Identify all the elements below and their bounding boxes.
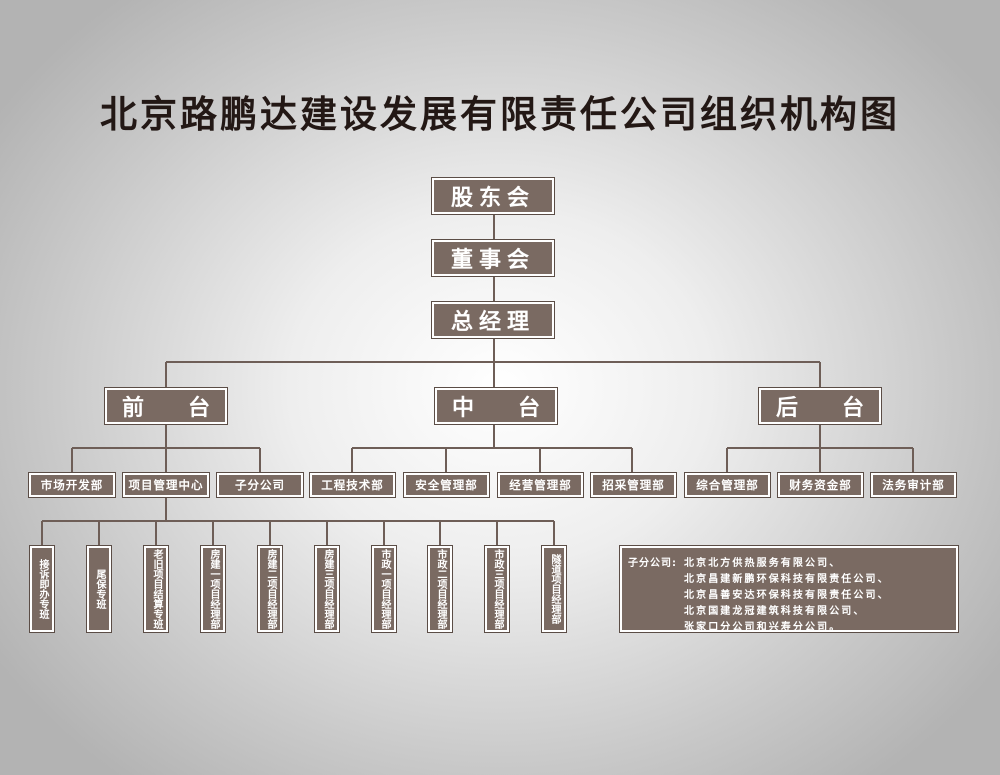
dept-engineering-technology: 工程技术部	[309, 472, 396, 498]
chart-title: 北京路鹏达建设发展有限责任公司组织机构图	[100, 93, 900, 136]
back-platform-char-2: 台	[842, 396, 865, 421]
team-legacy-settlement: 老旧项目结算专班	[143, 545, 169, 633]
middle-platform-char-2: 台	[518, 396, 541, 421]
team-municipal-3: 市政三项目经理部	[484, 545, 510, 633]
team-tunnel: 隧道项目经理部	[541, 545, 567, 633]
dept-operations-management: 经营管理部	[497, 472, 584, 498]
node-board: 董事会	[431, 239, 555, 277]
node-general-manager: 总经理	[431, 301, 555, 339]
team-building-3: 房建三项目经理部	[314, 545, 340, 633]
dept-subsidiaries: 子分公司	[216, 472, 304, 498]
subsidiary-line: 北京国建龙冠建筑科技有限公司、	[684, 606, 866, 617]
dept-finance-funds: 财务资金部	[777, 472, 864, 498]
subsidiary-line: 张家口分公司和兴寿分公司。	[684, 622, 842, 633]
subsidiaries-label: 子分公司:	[628, 558, 677, 569]
dept-project-management-center: 项目管理中心	[122, 472, 210, 498]
team-complaint-handling: 接诉即办专班	[29, 545, 55, 633]
node-middle-platform: 中台	[434, 387, 558, 425]
team-municipal-2: 市政二项目经理部	[427, 545, 453, 633]
dept-safety-management: 安全管理部	[403, 472, 490, 498]
dept-market-development: 市场开发部	[28, 472, 116, 498]
front-platform-char-2: 台	[188, 396, 211, 421]
node-back-platform: 后台	[758, 387, 882, 425]
front-platform-char-1: 前	[121, 396, 144, 421]
team-building-1: 房建一项目经理部	[200, 545, 226, 633]
subsidiary-line: 北京北方供热服务有限公司、	[684, 558, 842, 569]
dept-procurement-management: 招采管理部	[590, 472, 677, 498]
subsidiaries-note: 子分公司: 北京北方供热服务有限公司、 北京昌建新鹏环保科技有限责任公司、 北京…	[619, 545, 959, 633]
dept-general-management: 综合管理部	[684, 472, 771, 498]
middle-platform-char-1: 中	[451, 396, 474, 421]
subsidiary-line: 北京昌建新鹏环保科技有限责任公司、	[684, 574, 890, 585]
team-warranty: 尾保专班	[86, 545, 112, 633]
dept-legal-audit: 法务审计部	[870, 472, 957, 498]
subsidiary-line: 北京昌善安达环保科技有限责任公司、	[684, 590, 890, 601]
team-building-2: 房建二项目经理部	[257, 545, 283, 633]
back-platform-char-1: 后	[775, 396, 798, 421]
team-municipal-1: 市政一项目经理部	[371, 545, 397, 633]
node-front-platform: 前台	[104, 387, 228, 425]
node-shareholders: 股东会	[431, 177, 555, 215]
